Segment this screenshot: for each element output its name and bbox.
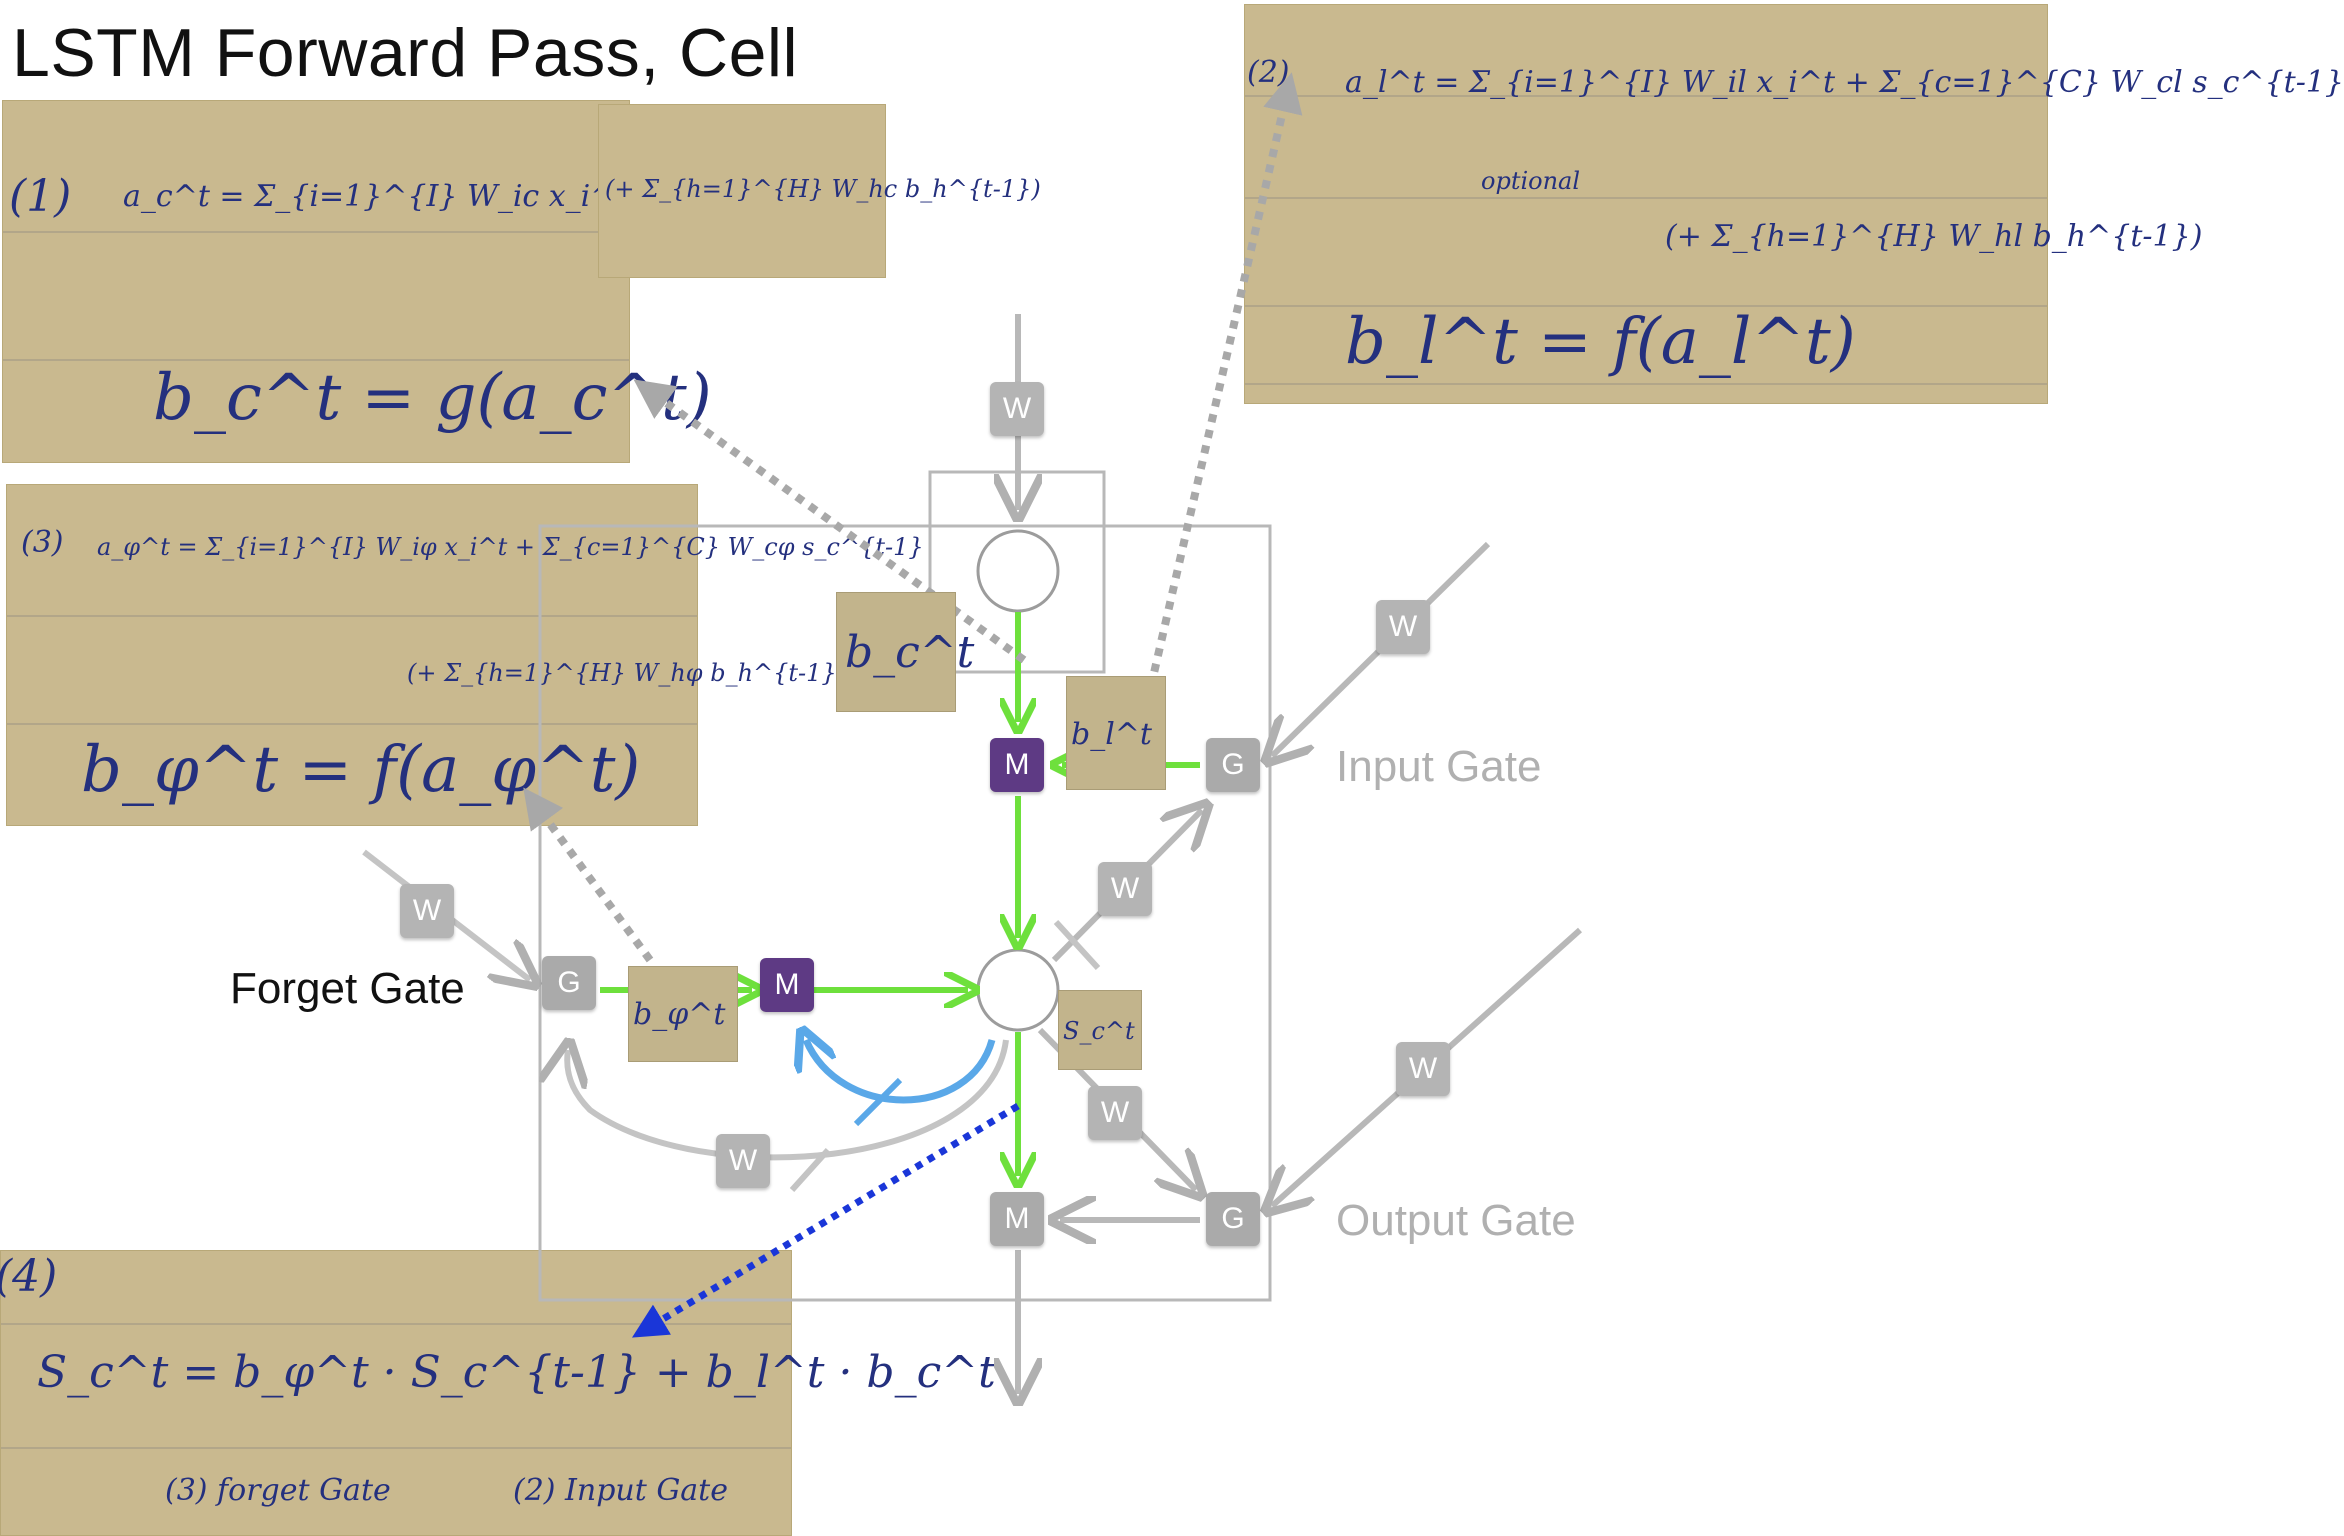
tile-sc: S_c^t xyxy=(1058,990,1142,1070)
equation-note-1-optional: (+ Σ_{h=1}^{H} W_hc b_h^{t-1}) xyxy=(598,104,1041,278)
input-gate-label: Input Gate xyxy=(1336,742,1542,791)
note4-number: (4) xyxy=(0,1251,58,1302)
note2-equation-b: b_l^t = f(a_l^t) xyxy=(1345,305,1856,379)
note4-input-label: (2) Input Gate xyxy=(513,1473,728,1508)
weight-node-forget-gate: W xyxy=(400,884,454,938)
weight-node-input-gate: W xyxy=(1376,600,1430,654)
note2-equation-a: a_l^t = Σ_{i=1}^{I} W_il x_i^t + Σ_{c=1}… xyxy=(1345,65,2344,100)
note1-equation-b: b_c^t = g(a_c^t) xyxy=(153,361,712,435)
tile-bl: b_l^t xyxy=(1066,676,1166,790)
input-multiply-node: M xyxy=(990,738,1044,792)
note2-optional-term: (+ Σ_{h=1}^{H} W_hl b_h^{t-1}) xyxy=(1665,219,2203,254)
page-title: LSTM Forward Pass, Cell xyxy=(12,15,799,91)
note2-optional-label: optional xyxy=(1481,167,1581,195)
cell-state-circle xyxy=(976,948,1060,1032)
cell-boundary xyxy=(538,524,1272,1302)
cell-input-circle xyxy=(976,529,1060,613)
equation-note-2: (2) a_l^t = Σ_{i=1}^{I} W_il x_i^t + Σ_{… xyxy=(1244,4,2344,404)
note1-optional-term: (+ Σ_{h=1}^{H} W_hc b_h^{t-1}) xyxy=(605,175,1041,203)
weight-node-output-gate: W xyxy=(1396,1042,1450,1096)
output-gate-node: G xyxy=(1206,1192,1260,1246)
output-multiply-node: M xyxy=(990,1192,1044,1246)
weight-node-cell-input: W xyxy=(990,382,1044,436)
forget-gate-node: G xyxy=(542,956,596,1010)
forget-gate-label: Forget Gate xyxy=(230,964,465,1013)
weight-node-peephole-forget: W xyxy=(716,1134,770,1188)
note3-optional-term: (+ Σ_{h=1}^{H} W_hφ b_h^{t-1}) xyxy=(407,659,847,687)
weight-node-peephole-output: W xyxy=(1088,1086,1142,1140)
equation-note-1: (1) a_c^t = Σ_{i=1}^{I} W_ic x_i^t b_c^t… xyxy=(2,100,712,463)
tile-bc: b_c^t xyxy=(836,592,974,712)
input-gate-node: G xyxy=(1206,738,1260,792)
note3-number: (3) xyxy=(21,525,64,560)
note4-equation: S_c^t = b_φ^t · S_c^{t-1} + b_l^t · b_c^… xyxy=(37,1347,996,1398)
note1-number: (1) xyxy=(9,171,72,222)
output-gate-label: Output Gate xyxy=(1336,1196,1576,1245)
equation-note-4: (4) S_c^t = b_φ^t · S_c^{t-1} + b_l^t · … xyxy=(0,1250,996,1536)
note3-equation-a: a_φ^t = Σ_{i=1}^{I} W_iφ x_i^t + Σ_{c=1}… xyxy=(97,533,924,561)
note1-equation-a: a_c^t = Σ_{i=1}^{I} W_ic x_i^t xyxy=(123,179,628,214)
equation-note-3: (3) a_φ^t = Σ_{i=1}^{I} W_iφ x_i^t + Σ_{… xyxy=(6,484,924,826)
tile-bphi: b_φ^t xyxy=(628,966,738,1062)
weight-node-peephole-input: W xyxy=(1098,862,1152,916)
note4-forget-label: (3) forget Gate xyxy=(165,1473,391,1508)
forget-multiply-node: M xyxy=(760,958,814,1012)
